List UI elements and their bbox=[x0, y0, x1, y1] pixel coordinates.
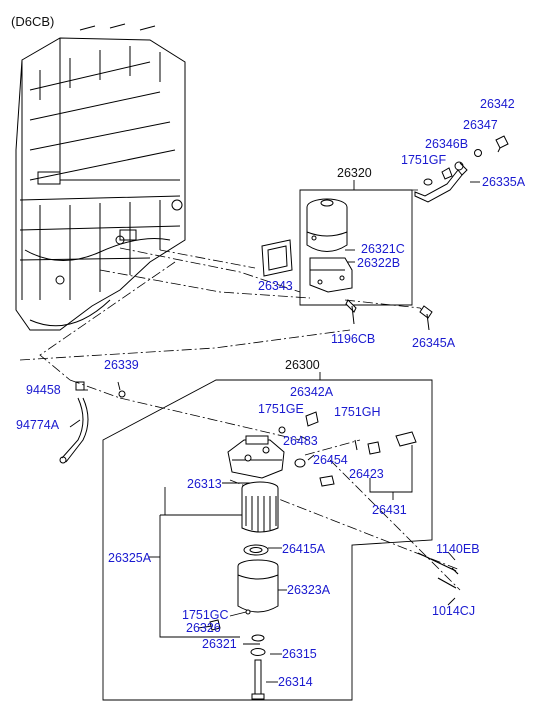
part-label-26423[interactable]: 26423 bbox=[349, 467, 384, 481]
part-label-26313[interactable]: 26313 bbox=[187, 477, 222, 491]
part-label-26345a[interactable]: 26345A bbox=[412, 336, 456, 350]
part-label-26320: 26320 bbox=[337, 166, 372, 180]
part-label-1751gh[interactable]: 1751GH bbox=[334, 405, 381, 419]
bolt-26345a bbox=[419, 305, 433, 331]
long-bolts bbox=[417, 552, 459, 589]
part-label-26323a[interactable]: 26323A bbox=[287, 583, 331, 597]
part-label-26483[interactable]: 26483 bbox=[283, 434, 318, 448]
part-label-26339[interactable]: 26339 bbox=[104, 358, 139, 372]
part-label-1751gf[interactable]: 1751GF bbox=[401, 153, 447, 167]
part-label-94458[interactable]: 94458 bbox=[26, 383, 61, 397]
upper-fuel-filter bbox=[306, 198, 348, 252]
part-label-26321c[interactable]: 26321C bbox=[361, 242, 405, 256]
gasket-plate bbox=[261, 239, 293, 277]
part-label-26315[interactable]: 26315 bbox=[282, 647, 317, 661]
o-ring-26415a bbox=[243, 544, 269, 556]
part-label-26342[interactable]: 26342 bbox=[480, 97, 515, 111]
bolt-1196cb bbox=[345, 299, 357, 325]
part-label-26326[interactable]: 26326 bbox=[186, 621, 221, 635]
engine-block-illustration bbox=[15, 23, 186, 331]
part-label-26346b[interactable]: 26346B bbox=[425, 137, 469, 151]
model-code-label: (D6CB) bbox=[11, 14, 55, 29]
part-label-26454[interactable]: 26454 bbox=[313, 453, 348, 467]
part-label-26431[interactable]: 26431 bbox=[372, 503, 407, 517]
part-label-1751ge[interactable]: 1751GE bbox=[258, 402, 304, 416]
part-label-94774a[interactable]: 94774A bbox=[16, 418, 60, 432]
part-label-26314[interactable]: 26314 bbox=[278, 675, 313, 689]
part-label-1140eb[interactable]: 1140EB bbox=[436, 542, 480, 556]
part-label-1014cj[interactable]: 1014CJ bbox=[432, 604, 476, 618]
upper-filter-bracket bbox=[309, 257, 353, 293]
part-label-26343[interactable]: 26343 bbox=[258, 279, 293, 293]
part-label-26347[interactable]: 26347 bbox=[463, 118, 498, 132]
part-label-26342a[interactable]: 26342A bbox=[290, 385, 334, 399]
fuel-pipe bbox=[414, 161, 468, 203]
pipe-fittings bbox=[423, 135, 509, 186]
fuel-hose bbox=[59, 381, 126, 464]
filter-head bbox=[227, 435, 285, 479]
part-label-26335a[interactable]: 26335A bbox=[482, 175, 526, 189]
part-label-26322b[interactable]: 26322B bbox=[357, 256, 401, 270]
part-label-26415a[interactable]: 26415A bbox=[282, 542, 326, 556]
filter-element bbox=[241, 481, 279, 533]
part-label-26300: 26300 bbox=[285, 358, 320, 372]
part-label-26321[interactable]: 26321 bbox=[202, 637, 237, 651]
bottom-fittings bbox=[209, 609, 266, 700]
filter-bowl bbox=[237, 559, 279, 613]
part-label-1751gc[interactable]: 1751GC bbox=[182, 608, 229, 622]
part-label-1196cb[interactable]: 1196CB bbox=[331, 332, 376, 346]
head-fittings bbox=[278, 411, 417, 487]
leader-lines-solid bbox=[69, 180, 480, 701]
part-label-26325a[interactable]: 26325A bbox=[108, 551, 152, 565]
